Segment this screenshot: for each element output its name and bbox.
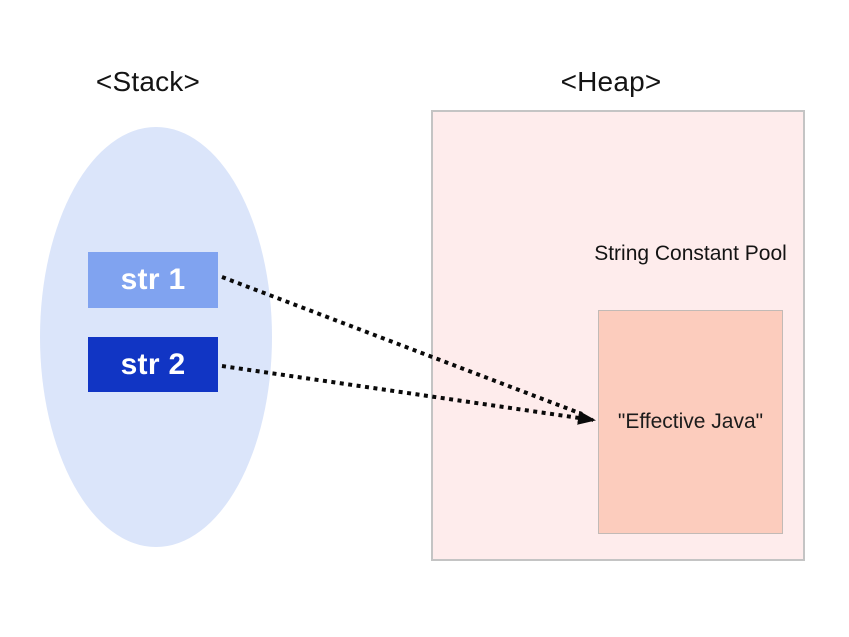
stack-title: <Stack> bbox=[95, 66, 201, 97]
string-constant-pool-box: "Effective Java" bbox=[598, 310, 783, 534]
string-literal-value: "Effective Java" bbox=[617, 410, 764, 433]
string-constant-pool-label: String Constant Pool bbox=[594, 242, 787, 265]
stack-variable-str1: str 1 bbox=[88, 252, 218, 308]
heap-region: String Constant Pool "Effective Java" bbox=[431, 110, 805, 561]
heap-title: <Heap> bbox=[560, 66, 662, 97]
stack-variable-str2: str 2 bbox=[88, 337, 218, 392]
